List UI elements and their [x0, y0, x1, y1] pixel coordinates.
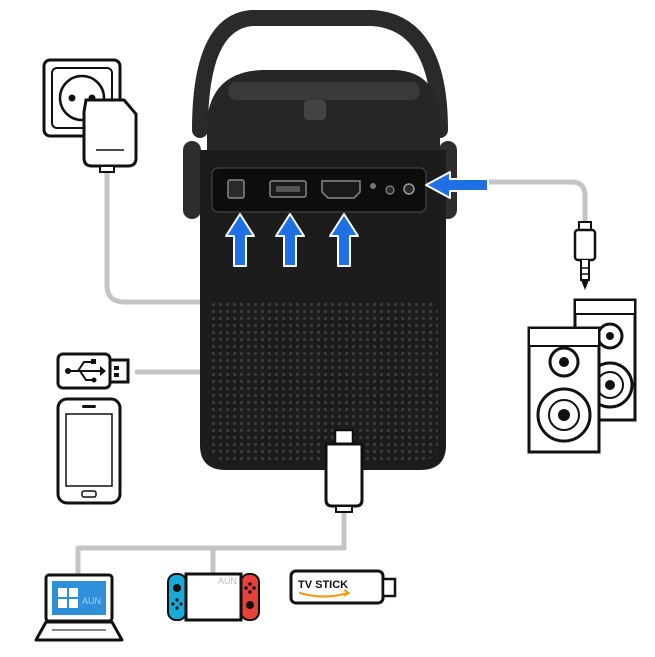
projector-handle [192, 9, 448, 138]
smartphone-icon [56, 397, 122, 505]
amazon-smile-icon [298, 591, 350, 598]
audio-jack-plug-icon [573, 221, 597, 290]
arrow-up-power-icon [225, 213, 255, 267]
hdmi-plug-icon [324, 428, 364, 513]
game-console-icon: AUN [167, 572, 260, 622]
projector-icon [183, 9, 457, 470]
switch-watermark: AUN [218, 576, 237, 586]
laptop-watermark: AUN [82, 596, 101, 606]
arrow-up-hdmi-icon [329, 213, 359, 267]
speaker-left [527, 326, 601, 454]
source-bus-cable [75, 545, 347, 578]
speaker-grille [208, 300, 438, 460]
laptop-icon: AUN [34, 573, 124, 642]
tv-stick-label: TV STICK [298, 579, 348, 591]
arrow-left-audio-icon [425, 171, 489, 199]
port-panel [211, 167, 427, 213]
power-adapter-icon [82, 98, 138, 173]
hdmi-port [321, 180, 361, 199]
usb-drive-icon [56, 352, 130, 390]
dc-port [227, 179, 245, 199]
audio-port [403, 183, 415, 195]
arrows [225, 171, 489, 267]
speakers-icon [527, 298, 637, 454]
tv-stick-icon: TV STICK [289, 569, 397, 605]
audio-cable [485, 179, 588, 225]
arrow-up-usb-icon [275, 213, 305, 267]
